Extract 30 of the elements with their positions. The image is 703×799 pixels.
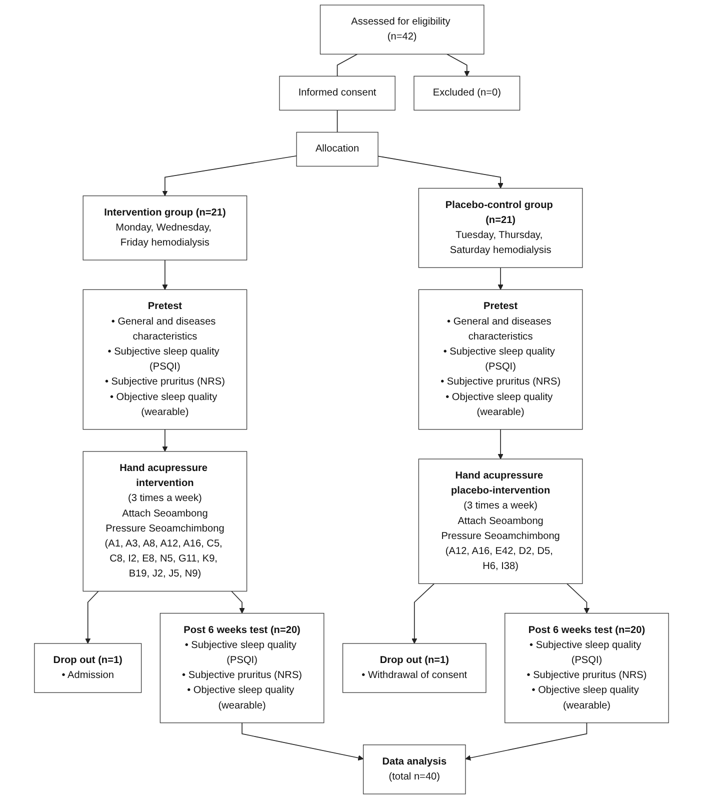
arrow [446,54,470,76]
node-box: Placebo-control group (n=21) Tuesday, Thursday, Saturday hemodialysis [418,188,583,268]
arrow [412,583,435,644]
node-box: Hand acupressure placebo-intervention (3 times a week) Attach Seoambong Pressure Seoamchimbong (A12, A16, E42, D2, D5, H6, I38) [418,458,583,584]
node-box: Pretest • General and diseases characteristics • Subjective sleep quality (PSQI) • Subjective pruritus (NRS) • Objective sleep quality (wearable) [418,289,583,430]
arrow [465,722,588,761]
connector [336,110,338,133]
arrow [242,722,364,761]
node-box: Hand acupressure intervention (3 times a week) Attach Seoambong Pressure Seoamchimbong (A1, A3, A8, A12, A16, C5, C8, I2, E8, N5, G11, K9, B19, J2, J5, N9) [82,451,248,592]
arrow [498,267,504,290]
connector [336,54,358,77]
node-box: Data analysis (total n=40) [362,744,466,794]
arrow [162,155,297,196]
node-box: Pretest • General and diseases characteristics • Subjective sleep quality (PSQI) • Subjective pruritus (NRS) • Objective sleep quality (wearable) [82,289,248,430]
arrow [378,156,504,188]
arrow [231,590,245,614]
arrow [162,429,168,452]
node-box: Drop out (n=1) • Withdrawal of consent [342,643,486,693]
arrow [566,583,590,614]
node-box: Informed consent [279,76,396,110]
node-box: Drop out (n=1) • Admission [34,643,142,693]
node-box: Assessed for eligibility (n=42) [320,4,484,54]
node-box: Post 6 weeks test (n=20) • Subjective sleep quality (PSQI) • Subjective pruritus (NRS) • Objective sleep quality (wearable) [160,612,324,724]
arrow [85,590,99,644]
arrow [162,260,168,290]
node-box: Intervention group (n=21) Monday, Wednesday, Friday hemodialysis [82,196,248,260]
node-box: Excluded (n=0) [414,76,520,110]
node-box: Allocation [296,132,378,167]
arrow [498,429,504,460]
node-box: Post 6 weeks test (n=20) • Subjective sleep quality (PSQI) • Subjective pruritus (NRS) • Objective sleep quality (wearable) [504,612,669,724]
